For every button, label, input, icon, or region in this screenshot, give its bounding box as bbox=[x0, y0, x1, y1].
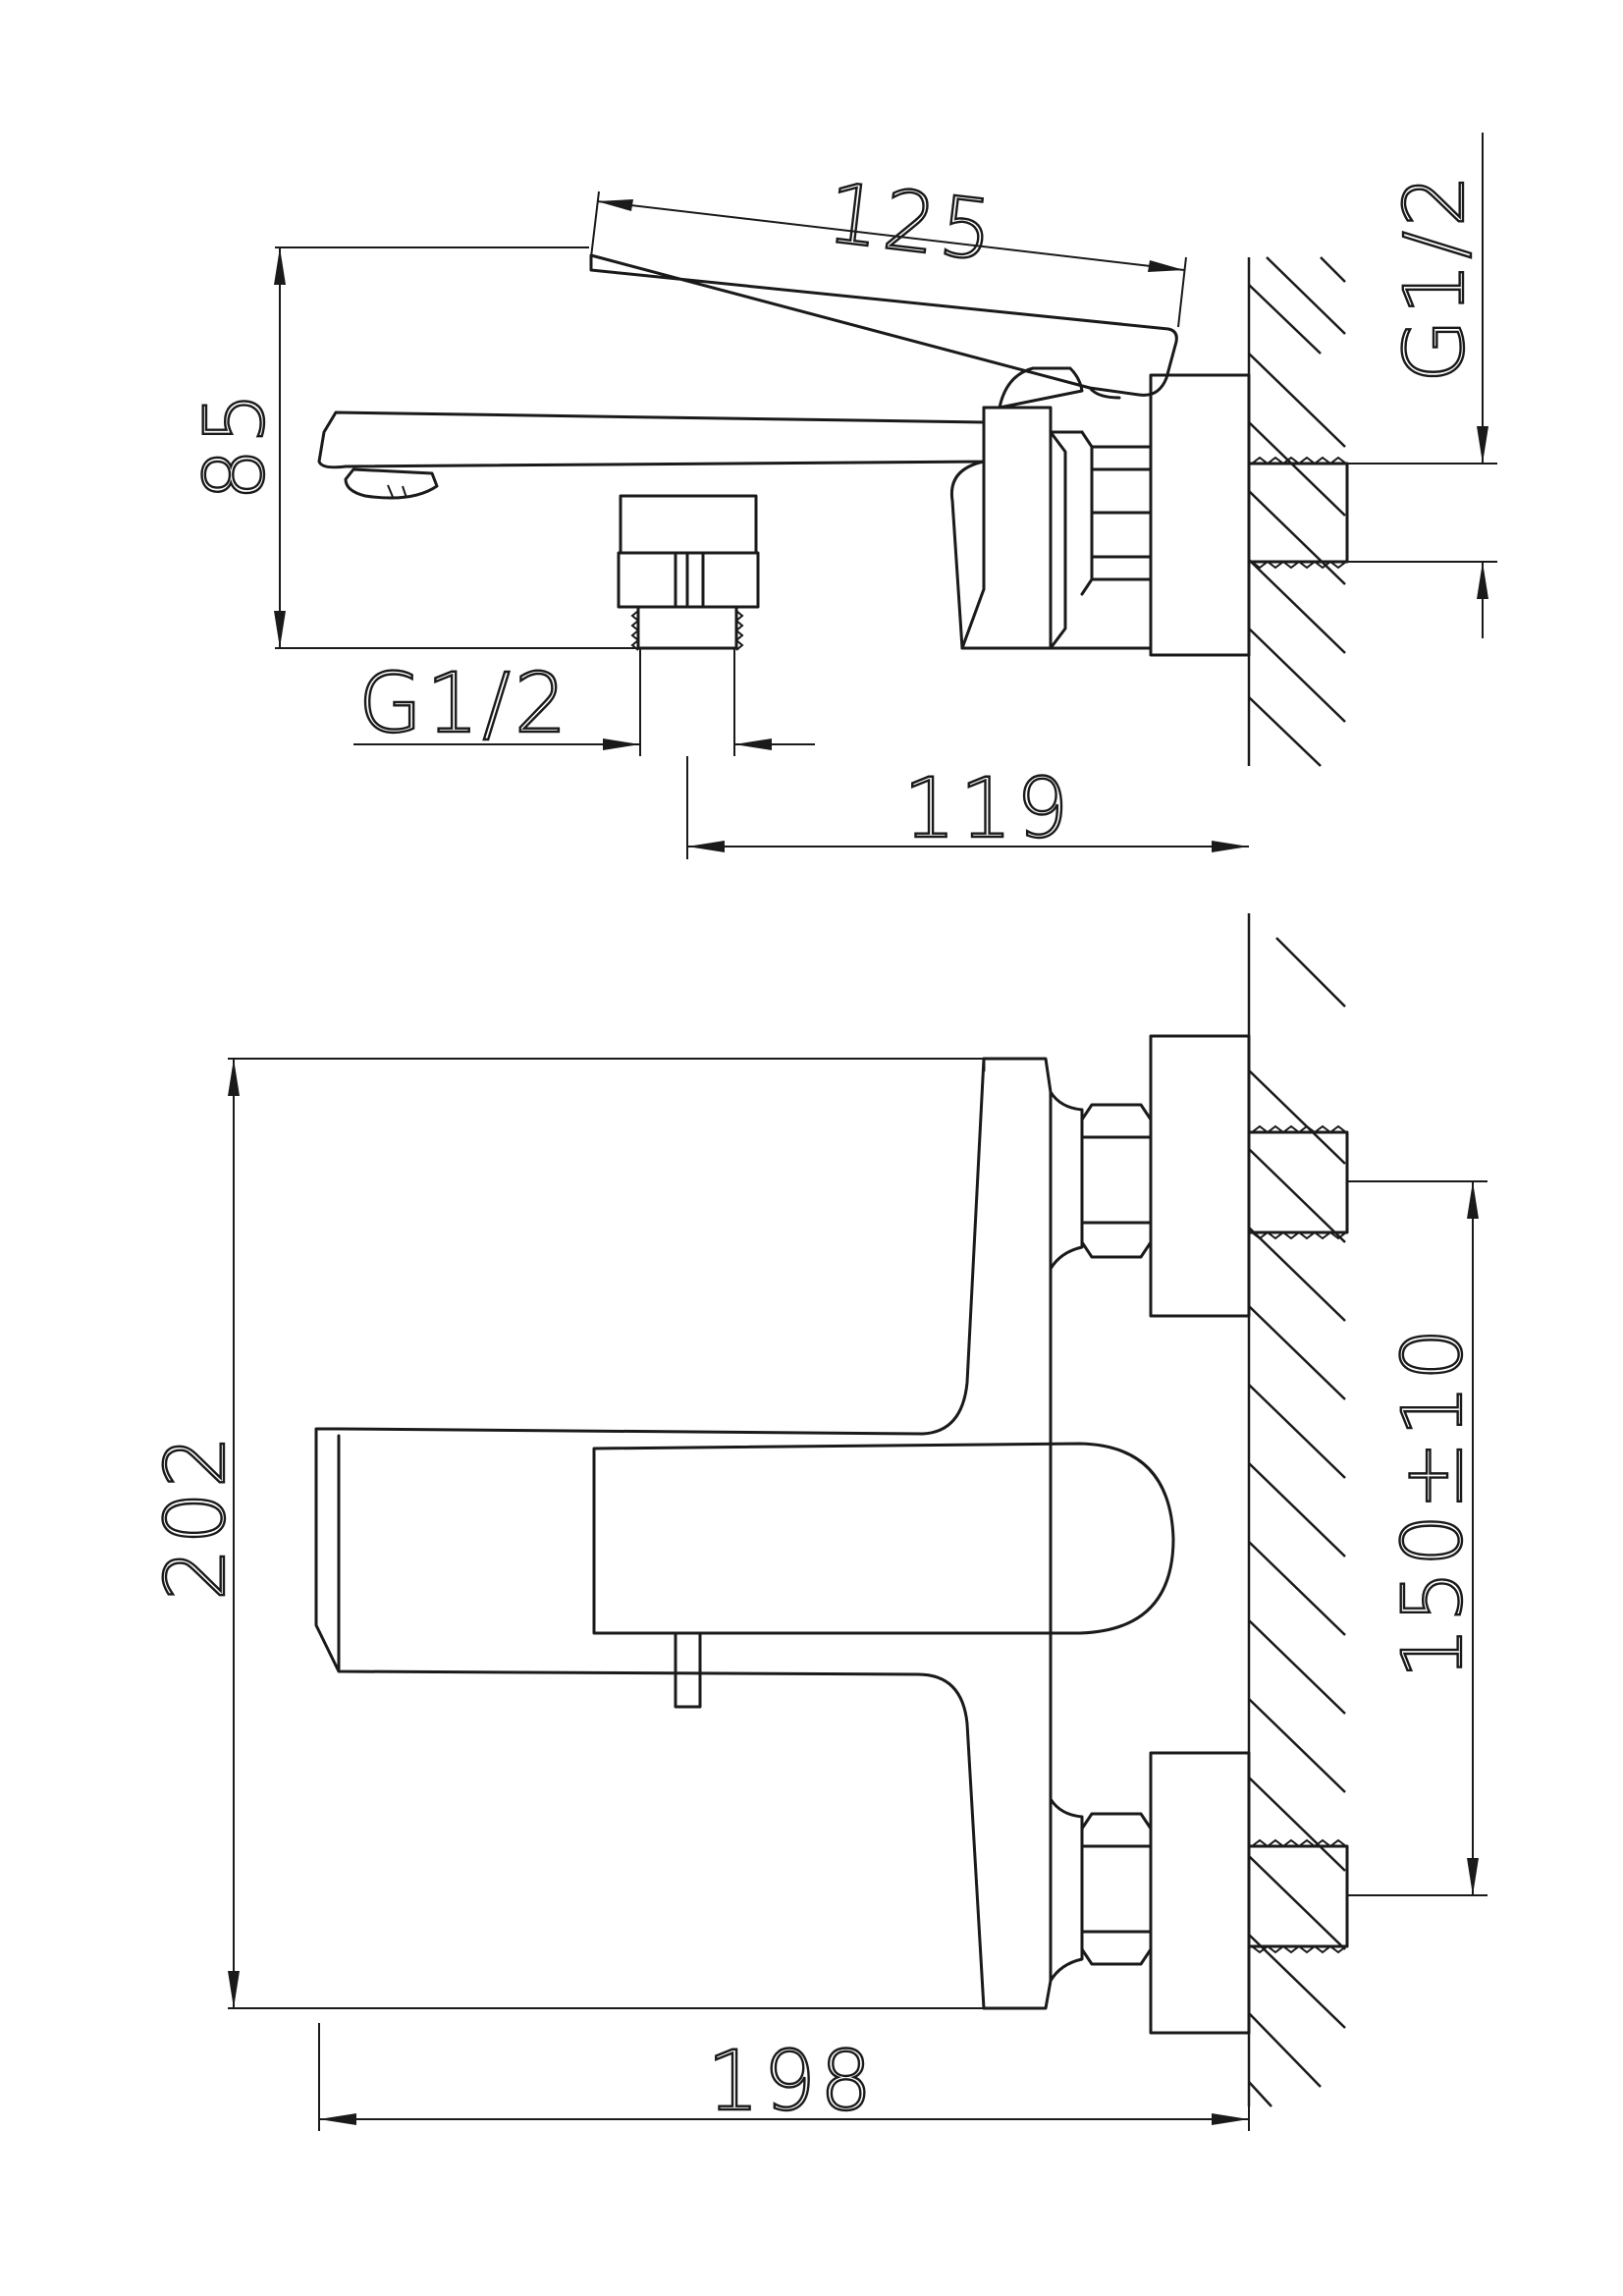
lever-handle-plan bbox=[592, 1442, 1175, 1635]
wall-hatch-top bbox=[1247, 256, 1346, 767]
dim-thread-wall: G1/2 bbox=[1347, 133, 1497, 638]
dim-projection: 119 bbox=[686, 756, 1249, 859]
dim-height-plan: 202 bbox=[146, 1058, 1046, 2009]
dim-label-g12-bottom: G1/2 bbox=[358, 655, 570, 751]
lower-connector bbox=[1049, 1751, 1349, 2035]
aerator bbox=[344, 467, 439, 500]
hex-nut-top bbox=[1049, 430, 1153, 650]
shower-outlet bbox=[617, 494, 760, 651]
dim-label-202: 202 bbox=[147, 1432, 243, 1601]
mixer-body-plan bbox=[314, 1057, 1053, 2010]
dim-label-119: 119 bbox=[903, 760, 1072, 856]
dim-label-150: 150±10 bbox=[1384, 1324, 1481, 1679]
wall-flange-top bbox=[1149, 373, 1251, 657]
wall-thread-top bbox=[1247, 456, 1349, 570]
side-view: 125 85 G1/2 G1/ bbox=[186, 133, 1497, 859]
dim-label-198: 198 bbox=[707, 2033, 876, 2129]
mixer-body-side bbox=[960, 406, 1053, 650]
upper-connector bbox=[1049, 1034, 1349, 1318]
dim-thread-bottom: G1/2 bbox=[353, 648, 815, 756]
spout-side bbox=[317, 410, 986, 469]
dim-label-g12-wall: G1/2 bbox=[1386, 171, 1483, 383]
dim-width-plan: 198 bbox=[318, 2023, 1250, 2131]
dim-label-125: 125 bbox=[823, 165, 1002, 280]
dim-center-distance: 150±10 bbox=[1347, 1180, 1488, 1896]
lever-handle-side bbox=[589, 253, 1178, 397]
dim-height-side: 85 bbox=[186, 246, 638, 649]
outlet-stub-plan bbox=[674, 1631, 702, 1709]
wall-hatch-bottom bbox=[1247, 913, 1346, 2107]
dim-label-85: 85 bbox=[187, 388, 283, 501]
plan-view: 202 198 150±10 bbox=[146, 913, 1488, 2131]
dim-handle-length: 125 bbox=[590, 163, 1187, 328]
